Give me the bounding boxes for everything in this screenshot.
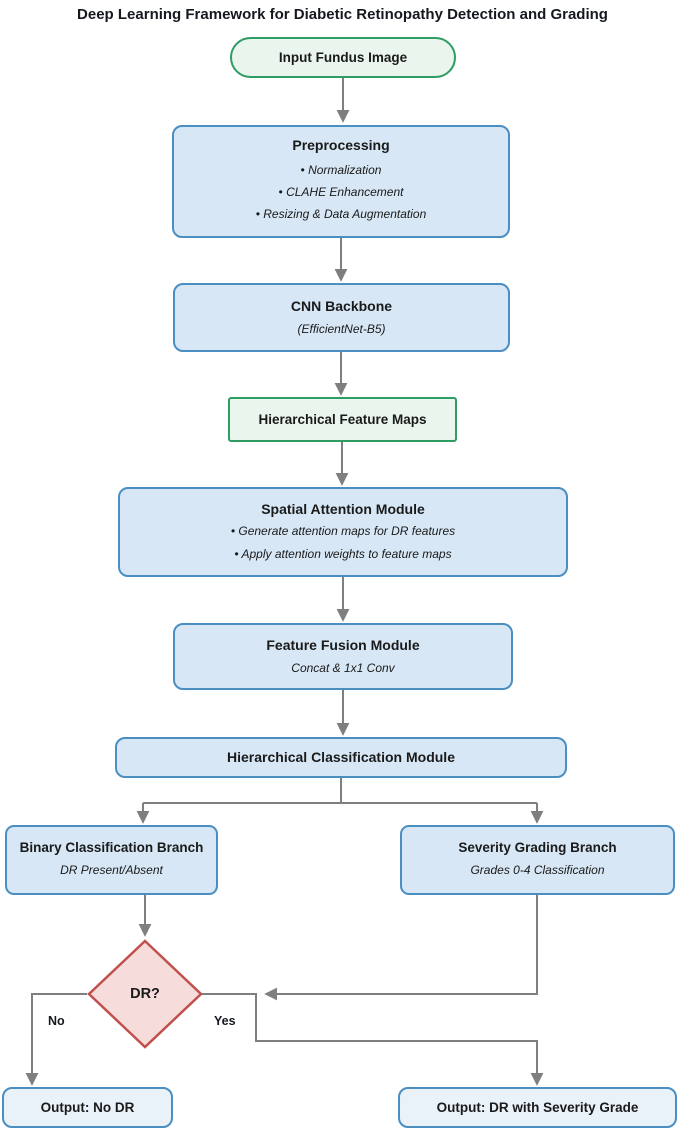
bullet-item: • Resizing & Data Augmentation xyxy=(255,207,427,221)
severity-branch-title: Severity Grading Branch xyxy=(458,840,617,855)
feature-fusion-title: Feature Fusion Module xyxy=(266,637,420,653)
node-binary-classification-branch: Binary Classification Branch DR Present/… xyxy=(5,825,218,895)
diamond-shape xyxy=(87,939,203,1049)
node-output-no-dr: Output: No DR xyxy=(2,1087,173,1128)
node-severity-grading-branch: Severity Grading Branch Grades 0-4 Class… xyxy=(400,825,675,895)
node-cnn-backbone: CNN Backbone (EfficientNet-B5) xyxy=(173,283,510,352)
node-output-dr-severity: Output: DR with Severity Grade xyxy=(398,1087,677,1128)
feature-fusion-subtitle: Concat & 1x1 Conv xyxy=(291,661,395,675)
edge-label-no: No xyxy=(48,1014,65,1028)
preprocessing-bullets: • Normalization • CLAHE Enhancement • Re… xyxy=(174,159,508,225)
node-input-fundus-image: Input Fundus Image xyxy=(230,37,456,78)
binary-branch-subtitle: DR Present/Absent xyxy=(60,863,163,877)
node-input-label: Input Fundus Image xyxy=(278,50,408,65)
bullet-item: • CLAHE Enhancement xyxy=(278,185,404,199)
output-yes-label: Output: DR with Severity Grade xyxy=(436,1100,639,1115)
node-hierarchical-feature-maps: Hierarchical Feature Maps xyxy=(228,397,457,442)
preprocessing-title: Preprocessing xyxy=(292,137,390,153)
output-no-label: Output: No DR xyxy=(40,1100,135,1115)
node-preprocessing: Preprocessing • Normalization • CLAHE En… xyxy=(172,125,510,238)
spatial-attention-bullets: • Generate attention maps for DR feature… xyxy=(120,520,566,566)
node-feature-fusion-module: Feature Fusion Module Concat & 1x1 Conv xyxy=(173,623,513,690)
feature-maps-label: Hierarchical Feature Maps xyxy=(258,412,427,427)
node-dr-decision-diamond: DR? xyxy=(87,939,203,1049)
severity-branch-subtitle: Grades 0-4 Classification xyxy=(470,863,605,877)
decision-label: DR? xyxy=(130,986,160,1002)
bullet-item: • Normalization xyxy=(300,163,382,177)
node-spatial-attention-module: Spatial Attention Module • Generate atte… xyxy=(118,487,568,577)
cnn-backbone-title: CNN Backbone xyxy=(290,298,393,314)
bullet-item: • Apply attention weights to feature map… xyxy=(234,547,452,561)
spatial-attention-title: Spatial Attention Module xyxy=(261,501,425,517)
binary-branch-title: Binary Classification Branch xyxy=(19,840,204,855)
edge-label-yes: Yes xyxy=(214,1014,236,1028)
bullet-item: • Generate attention maps for DR feature… xyxy=(230,524,456,538)
cnn-backbone-subtitle: (EfficientNet-B5) xyxy=(297,322,386,336)
node-hierarchical-classification-module: Hierarchical Classification Module xyxy=(115,737,567,778)
classification-module-title: Hierarchical Classification Module xyxy=(227,749,455,765)
diagram-title: Deep Learning Framework for Diabetic Ret… xyxy=(77,6,608,23)
